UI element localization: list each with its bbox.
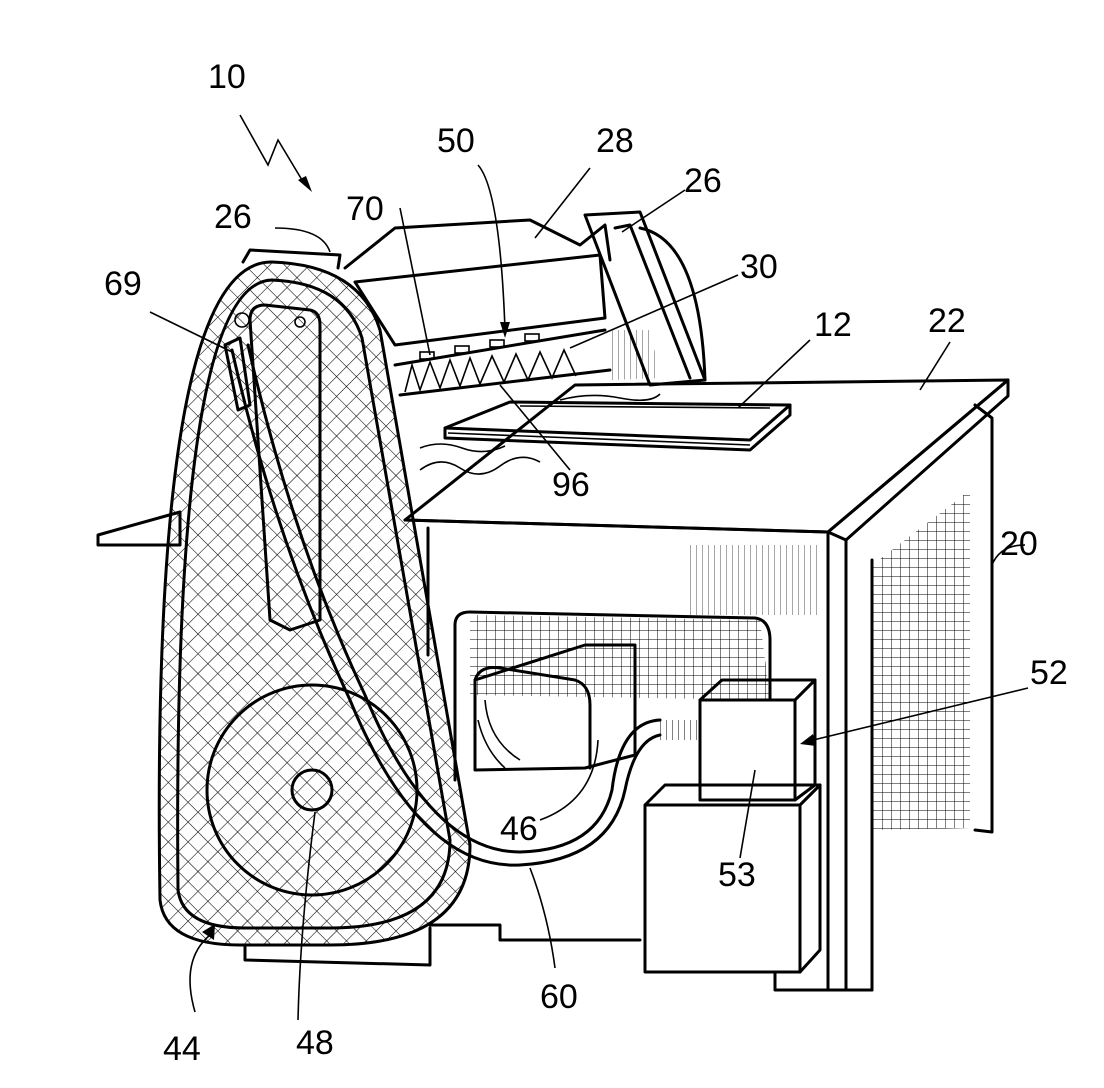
- label-70: 70: [346, 192, 384, 226]
- label-10: 10: [208, 60, 246, 94]
- label-30: 30: [740, 250, 778, 284]
- label-22: 22: [928, 304, 966, 338]
- rear-mesh: [470, 615, 770, 700]
- label-52: 52: [1030, 656, 1068, 690]
- label-53: 53: [718, 858, 756, 892]
- label-96: 96: [552, 468, 590, 502]
- book-stack: [445, 402, 790, 450]
- side-mesh-panel: [872, 490, 970, 830]
- label-50: 50: [437, 124, 475, 158]
- label-48: 48: [296, 1026, 334, 1060]
- label-12: 12: [814, 308, 852, 342]
- label-46: 46: [500, 812, 538, 846]
- label-28: 28: [596, 124, 634, 158]
- label-20: 20: [1000, 527, 1038, 561]
- label-44: 44: [163, 1032, 201, 1066]
- control-box: [645, 680, 828, 990]
- label-69: 69: [104, 267, 142, 301]
- label-60: 60: [540, 980, 578, 1014]
- table: [405, 380, 1008, 990]
- label-26-right: 26: [684, 164, 722, 198]
- label-26-left: 26: [214, 200, 252, 234]
